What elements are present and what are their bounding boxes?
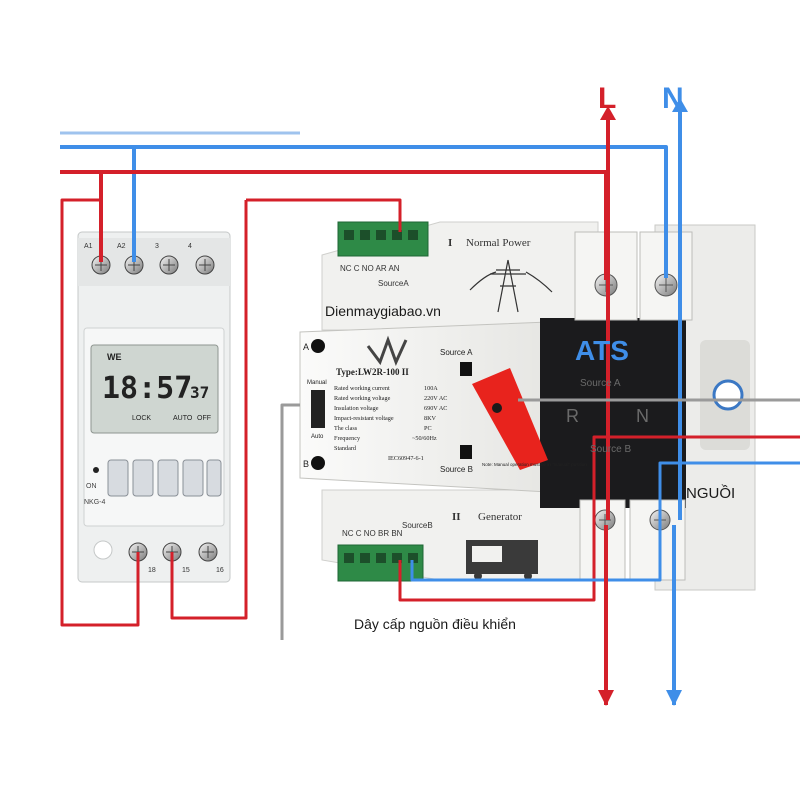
ats-manual-label: Manual xyxy=(307,380,327,386)
timer-terminal-a2: A2 xyxy=(117,243,126,250)
spec-value: PC xyxy=(424,425,432,432)
timer-terminal-4: 4 xyxy=(188,243,192,250)
spec-value: 690V AC xyxy=(424,405,447,412)
timer-button-3[interactable] xyxy=(157,459,179,497)
top-source-label: SourceA xyxy=(378,279,409,288)
grey-control-wire xyxy=(280,403,300,640)
timer-on-led xyxy=(93,467,99,473)
ats-label-b: B xyxy=(303,459,309,469)
timer-button-5[interactable] xyxy=(206,459,222,497)
phase-n-label: N xyxy=(662,82,684,115)
timer-terminal-3: 3 xyxy=(155,243,159,250)
generator-number: II xyxy=(452,511,461,523)
ats-rear-round-indicator xyxy=(712,379,744,411)
spec-label: Impact-resistant voltage xyxy=(334,415,394,422)
spec-label: The class xyxy=(334,425,358,432)
live-wire-to-ats-control xyxy=(60,198,140,627)
control-cable-caption: Dây cấp nguồn điều khiển xyxy=(354,616,516,632)
timer-lcd-lock: LOCK xyxy=(132,415,151,422)
panel-ats-title: ATS xyxy=(575,335,629,366)
switch-handle-pivot xyxy=(492,403,502,413)
spec-value: ~50/60Hz xyxy=(412,435,437,442)
panel-r-label: R xyxy=(566,406,579,426)
handle-source-a-label: Source A xyxy=(440,348,473,357)
timer-terminal-18: 18 xyxy=(148,567,156,574)
control-loop-wire xyxy=(246,198,402,232)
spec-value: 220V AC xyxy=(424,395,447,402)
timer-lcd-time: 18:57 xyxy=(102,371,192,406)
timer-lcd-seconds: 37 xyxy=(190,383,209,402)
timer-round-hole xyxy=(93,540,113,560)
bottom-terminal-labels: NC C NO BR BN xyxy=(342,529,403,538)
spec-label: Rated working current xyxy=(334,385,390,392)
spec-value: IEC60947-6-1 xyxy=(388,455,424,462)
manual-auto-slider xyxy=(311,390,325,428)
nguon-label: NGUỒI xyxy=(686,484,735,502)
spec-label: Standard xyxy=(334,445,357,452)
panel-n-label: N xyxy=(636,406,649,426)
watermark: Dienmaygiabao.vn xyxy=(325,303,441,319)
ats-auto-label: Auto xyxy=(311,434,324,440)
timer-lcd xyxy=(90,344,219,434)
spec-label: Insulation voltage xyxy=(334,405,379,412)
live-input-arrow xyxy=(600,106,616,120)
ats-type: Type:LW2R-100 II xyxy=(336,367,409,377)
spec-value: 8KV xyxy=(424,415,437,422)
phase-l-label: L xyxy=(598,82,616,115)
timer-terminal-15: 15 xyxy=(182,567,190,574)
bottom-source-label: SourceB xyxy=(402,521,433,530)
switch-handle xyxy=(472,368,548,470)
source-b-window xyxy=(460,445,472,459)
ats-spec-table: Rated working current 100A Rated working… xyxy=(334,385,447,462)
control-loop-down xyxy=(170,200,248,620)
ats-black-panel xyxy=(540,318,686,508)
indicator-a xyxy=(311,339,325,353)
generator-label: Generator xyxy=(478,511,522,523)
brand-logo-mark xyxy=(366,335,408,366)
normal-power-number: I xyxy=(448,237,452,249)
arrows xyxy=(598,98,688,706)
timer-button-2[interactable] xyxy=(132,459,154,497)
timer-lcd-day: WE xyxy=(107,352,122,362)
source-b-live-wire xyxy=(398,435,800,602)
timer-terminal-16: 16 xyxy=(216,567,224,574)
timer-switch xyxy=(77,231,231,583)
wires xyxy=(60,110,800,705)
timer-model: NKG-4 xyxy=(84,499,106,506)
top-terminal-screws xyxy=(344,230,418,240)
neutral-wire-main xyxy=(60,145,668,278)
timer-top-screws xyxy=(91,255,215,275)
source-b-neutral-wire xyxy=(410,461,800,582)
timer-lcd-auto: AUTO xyxy=(173,415,193,422)
indicator-b xyxy=(311,456,325,470)
ats-label-a: A xyxy=(303,342,309,352)
generator-icon xyxy=(466,540,538,580)
spec-label: Frequency xyxy=(334,435,361,442)
neutral-output-arrow xyxy=(666,690,682,706)
timer-terminal-a1: A1 xyxy=(84,243,93,250)
spec-value: 100A xyxy=(424,385,438,392)
timer-button-4[interactable] xyxy=(182,459,204,497)
timer-buttons xyxy=(107,459,222,497)
power-tower-icon xyxy=(469,259,553,313)
panel-source-b: Source B xyxy=(590,444,631,455)
source-a-window xyxy=(460,362,472,376)
top-terminal-labels: NC C NO AR AN xyxy=(340,264,400,273)
timer-lcd-off: OFF xyxy=(197,415,211,422)
manual-note: Note: Manual operation must be in "manua… xyxy=(482,462,587,467)
handle-source-b-label: Source B xyxy=(440,465,473,474)
normal-power-label: Normal Power xyxy=(466,237,531,249)
bottom-terminal-screws xyxy=(344,553,418,563)
ats-switch xyxy=(299,221,756,591)
spec-label: Rated working voltage xyxy=(334,395,391,402)
timer-on-label: ON xyxy=(86,483,97,490)
neutral-input-arrow xyxy=(672,98,688,112)
live-output-arrow xyxy=(598,690,614,706)
panel-source-a: Source A xyxy=(580,378,621,389)
timer-button-1[interactable] xyxy=(107,459,129,497)
